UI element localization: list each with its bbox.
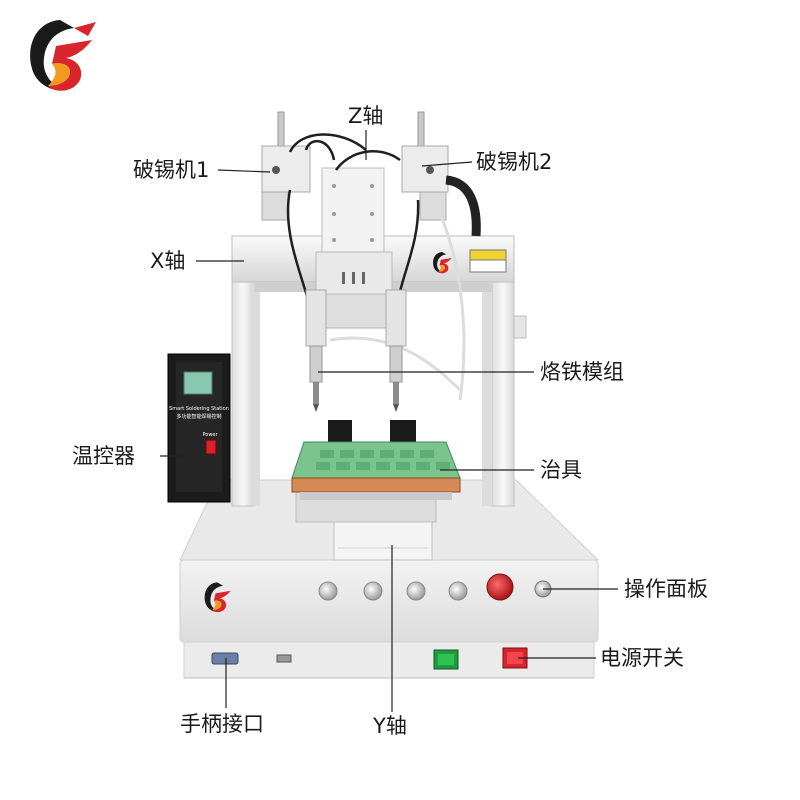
label-tin-breaker-1: 破锡机1: [133, 158, 210, 182]
controller-subtitle: 多功能智能焊锡控制: [176, 413, 221, 420]
label-operation-panel: 操作面板: [624, 577, 708, 601]
iron-module-left: [305, 289, 327, 412]
warning-sticker: [469, 259, 507, 273]
label-z-axis: Z轴: [348, 104, 384, 128]
drag-chain: [445, 175, 481, 237]
label-fixture: 治具: [540, 458, 582, 482]
controller-power-switch: [205, 439, 217, 455]
label-handle-port: 手柄接口: [180, 712, 264, 736]
usb-port: [276, 654, 292, 663]
label-y-axis: Y轴: [373, 714, 407, 738]
controller-power-label: Power: [202, 432, 218, 438]
z-axis-carriage: [315, 167, 393, 329]
label-temp-controller: 温控器: [72, 444, 135, 468]
fixture: [291, 420, 461, 500]
handle-port-connector: [211, 652, 239, 665]
leader-lines: [160, 130, 618, 712]
label-iron-module: 烙铁模组: [540, 360, 624, 384]
controller-title: Smart Soldering Station: [169, 406, 229, 412]
panel-knob: [318, 581, 338, 601]
panel-knob: [406, 581, 426, 601]
company-logo-icon: [204, 582, 231, 613]
warning-sticker: [469, 249, 507, 261]
company-logo-icon: [433, 252, 452, 274]
label-power-switch: 电源开关: [600, 646, 684, 670]
iron-module-right: [385, 289, 407, 412]
cables: [286, 133, 420, 301]
panel-knob: [448, 581, 468, 601]
panel-knob: [363, 581, 383, 601]
temperature-controller: Smart Soldering Station 多功能智能焊锡控制 Power: [167, 353, 231, 503]
controller-screen: [183, 371, 213, 395]
tin-breaker-1: [261, 111, 311, 221]
label-x-axis: X轴: [150, 249, 186, 273]
emergency-stop-button: [486, 573, 514, 601]
company-logo-icon: [30, 20, 96, 91]
label-tin-breaker-2: 破锡机2: [476, 150, 553, 174]
